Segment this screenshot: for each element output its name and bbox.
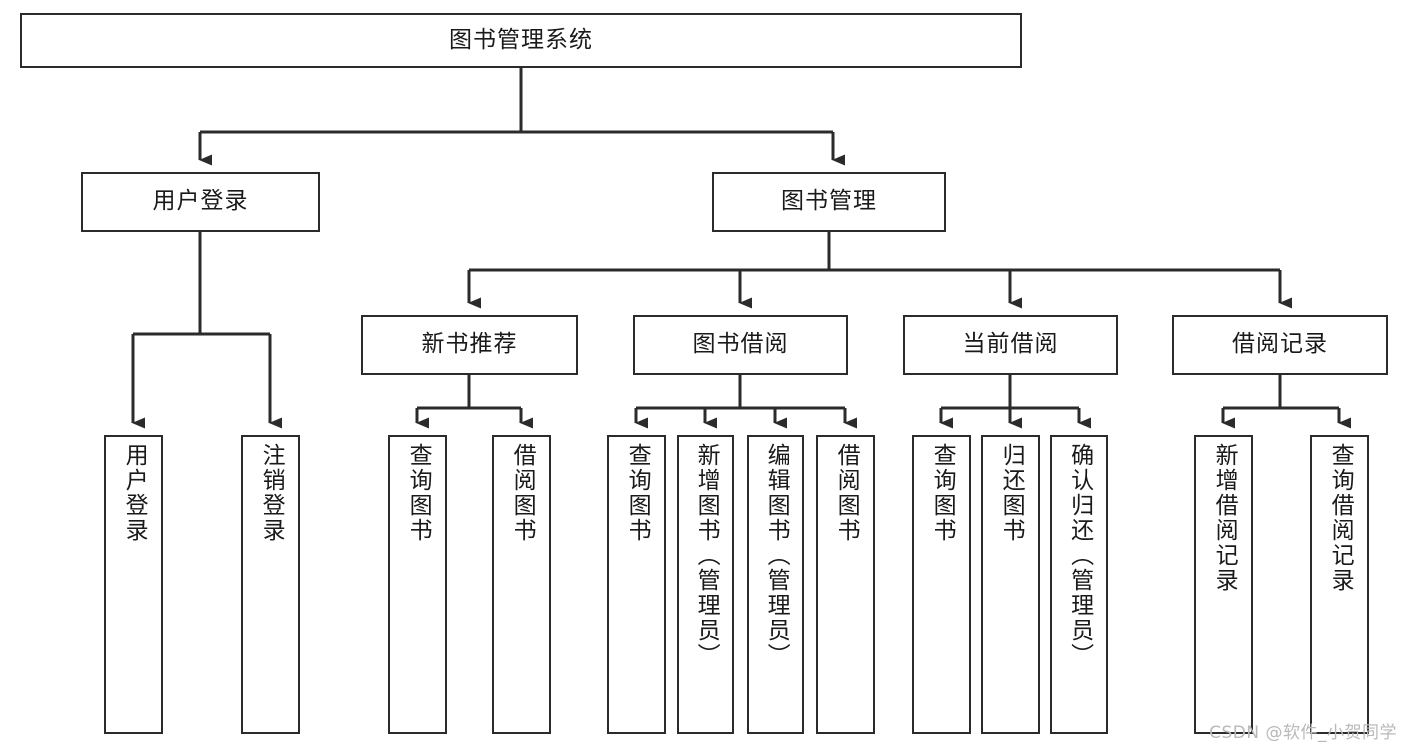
node-leaf-user-logout[interactable]: 注销登录 — [241, 435, 300, 734]
node-label: 用户登录 — [152, 188, 249, 215]
node-label: 借阅记录 — [1232, 331, 1328, 358]
node-current-borrow[interactable]: 当前借阅 — [903, 315, 1118, 375]
node-root-system[interactable]: 图书管理系统 — [20, 13, 1022, 68]
node-leaf-edit-book[interactable]: 编辑图书（管理员） — [747, 435, 804, 734]
node-borrow-record[interactable]: 借阅记录 — [1172, 315, 1388, 375]
node-label: 注销登录 — [258, 443, 285, 543]
node-label: 查询图书 — [405, 443, 432, 543]
node-label: 新书推荐 — [421, 331, 518, 358]
node-label: 确认归还（管理员） — [1066, 443, 1093, 668]
node-leaf-borrow-book-1[interactable]: 借阅图书 — [492, 435, 551, 734]
node-user-login[interactable]: 用户登录 — [81, 172, 320, 232]
node-label: 归还图书 — [998, 443, 1025, 543]
node-label: 当前借阅 — [962, 331, 1059, 358]
node-new-book-recommend[interactable]: 新书推荐 — [361, 315, 578, 375]
node-label: 借阅图书 — [509, 443, 536, 543]
node-leaf-query-book-3[interactable]: 查询图书 — [912, 435, 971, 734]
node-book-borrow[interactable]: 图书借阅 — [633, 315, 848, 375]
node-leaf-return-book[interactable]: 归还图书 — [981, 435, 1040, 734]
node-leaf-query-book-1[interactable]: 查询图书 — [388, 435, 447, 734]
node-leaf-confirm-return[interactable]: 确认归还（管理员） — [1050, 435, 1108, 734]
node-label: 用户登录 — [121, 443, 148, 543]
node-leaf-user-login[interactable]: 用户登录 — [104, 435, 163, 734]
node-leaf-add-book[interactable]: 新增图书（管理员） — [677, 435, 734, 734]
node-label: 查询图书 — [624, 443, 651, 543]
node-leaf-query-book-2[interactable]: 查询图书 — [607, 435, 666, 734]
node-leaf-query-record[interactable]: 查询借阅记录 — [1310, 435, 1369, 734]
node-label: 图书管理系统 — [449, 26, 593, 53]
node-label: 图书管理 — [781, 188, 877, 215]
csdn-watermark: CSDN @软件_小贺同学 — [1209, 723, 1397, 743]
node-label: 借阅图书 — [833, 443, 860, 543]
node-label: 查询借阅记录 — [1327, 443, 1354, 593]
node-book-management[interactable]: 图书管理 — [712, 172, 946, 232]
node-leaf-add-record[interactable]: 新增借阅记录 — [1194, 435, 1253, 734]
node-label: 图书借阅 — [692, 331, 789, 358]
node-label: 新增图书（管理员） — [693, 443, 720, 668]
node-leaf-borrow-book-2[interactable]: 借阅图书 — [816, 435, 875, 734]
node-label: 编辑图书（管理员） — [763, 443, 790, 668]
node-label: 查询图书 — [929, 443, 956, 543]
node-label: 新增借阅记录 — [1211, 443, 1238, 593]
